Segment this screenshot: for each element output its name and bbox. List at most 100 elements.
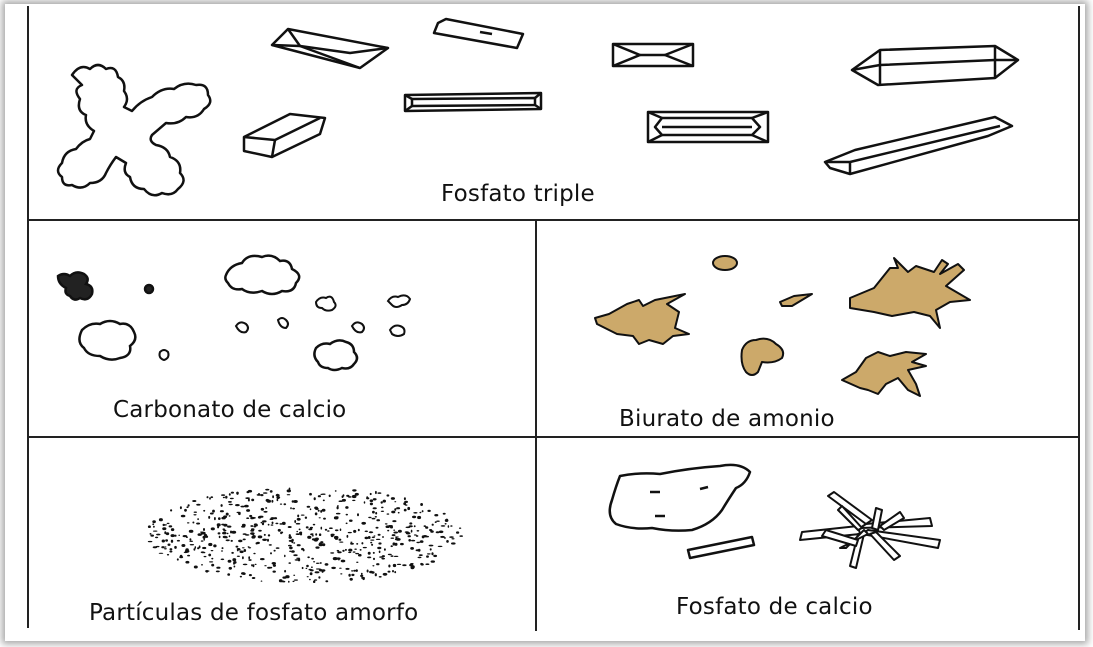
amorphous-particle (436, 520, 440, 522)
amorphous-particle (188, 529, 194, 533)
amorphous-particle (317, 495, 321, 498)
amorphous-particle (253, 552, 256, 555)
amorphous-particle (372, 565, 375, 567)
amorphous-particle (383, 548, 386, 551)
amorphous-particle (265, 507, 268, 509)
amorphous-particle (248, 559, 252, 561)
amorphous-particle (246, 509, 251, 512)
amorphous-particle (319, 542, 321, 544)
amorphous-particle (315, 533, 318, 536)
thin-slab-crystal (432, 17, 525, 50)
amorphous-particle (222, 528, 226, 530)
amorphous-particle (225, 495, 228, 499)
calcium-phosphate-plate (608, 463, 752, 532)
amorphous-particle (309, 572, 313, 576)
amorphous-particle (367, 551, 371, 555)
amorphous-particle (331, 566, 336, 570)
carbonate-dot (143, 283, 155, 295)
carbonate-dark-cluster (56, 271, 94, 301)
amorphous-particle (273, 549, 276, 552)
amorphous-particle (228, 535, 231, 538)
amorphous-particle (444, 523, 447, 525)
amorphous-particle (222, 531, 227, 535)
amorphous-particle (434, 514, 439, 517)
amorphous-particle (339, 528, 342, 531)
amorphous-particle (239, 575, 242, 578)
amorphous-particle (311, 538, 317, 541)
amorphous-particle (330, 552, 335, 554)
amorphous-particle (267, 523, 270, 526)
amorphous-particle (366, 569, 369, 573)
amorphous-particle (373, 557, 375, 561)
amorphous-particle (254, 563, 257, 566)
amorphous-particle (338, 538, 342, 541)
amorphous-particle (204, 570, 210, 572)
amorphous-particle (347, 531, 352, 534)
amorphous-particle (152, 523, 155, 526)
amorphous-particle (189, 538, 192, 541)
amorphous-particle (390, 537, 395, 539)
amorphous-particle (437, 545, 443, 548)
amorphous-particle (215, 570, 220, 573)
amorphous-particle (221, 494, 226, 496)
amorphous-particle (357, 513, 359, 517)
amorphous-particle (435, 531, 440, 534)
amorphous-particle (419, 540, 424, 543)
amorphous-particle (292, 580, 295, 583)
amorphous-particle (327, 530, 330, 532)
amorphous-particle (403, 502, 407, 506)
amorphous-particle (442, 512, 446, 515)
amorphous-particle (236, 555, 240, 557)
divider-vertical (535, 221, 537, 631)
amorphous-particle (277, 528, 281, 532)
amorphous-particle (447, 525, 450, 528)
amorphous-particle (300, 514, 305, 516)
amorphous-particle (433, 554, 437, 558)
amorphous-particle (221, 516, 226, 520)
amorphous-particle (309, 578, 311, 581)
amorphous-particle (377, 492, 382, 494)
amorphous-particle (396, 563, 402, 566)
amorphous-particle (170, 509, 173, 512)
amorphous-particle (288, 544, 292, 547)
amorphous-particle (381, 555, 385, 558)
amorphous-particle (340, 573, 343, 575)
amorphous-particle (219, 510, 224, 513)
amorphous-particle (348, 573, 351, 577)
amorphous-particle (196, 503, 201, 506)
amorphous-particle (314, 512, 318, 516)
amorphous-particle (330, 533, 335, 536)
amorphous-particle (352, 489, 357, 492)
calcium-phosphate-crystals (608, 463, 941, 569)
amorphous-particle (227, 573, 231, 576)
amorphous-particle (152, 520, 156, 524)
amorphous-particle (289, 546, 293, 550)
amorphous-particle (284, 569, 287, 573)
amorphous-particle (322, 499, 325, 502)
amorphous-particle (318, 533, 322, 536)
amorphous-particle (346, 534, 349, 538)
amorphous-particle (270, 524, 274, 526)
amorphous-particle (270, 552, 272, 555)
amorphous-particle (309, 526, 313, 529)
amorphous-particle (356, 543, 359, 545)
amorphous-particle (255, 542, 258, 545)
amorphous-particle (288, 580, 290, 583)
amorphous-particle (369, 492, 372, 496)
amorphous-particle (279, 503, 283, 505)
amorphous-particle (296, 544, 301, 547)
amorphous-particle (153, 525, 155, 528)
amorphous-particle (248, 556, 251, 560)
amorphous-particle (420, 503, 423, 506)
amorphous-particle (301, 547, 304, 551)
amorphous-particle (169, 550, 173, 553)
amorphous-particle (176, 539, 180, 542)
amorphous-particle (369, 499, 374, 503)
amorphous-particle (170, 528, 175, 532)
amorphous-particle (248, 574, 252, 577)
label-fosfato-triple: Fosfato triple (441, 181, 595, 207)
amorphous-particle (242, 533, 247, 535)
ammonium-biurate-crystals (594, 255, 971, 397)
amorphous-particle (295, 533, 301, 535)
amorphous-particle (397, 511, 400, 514)
